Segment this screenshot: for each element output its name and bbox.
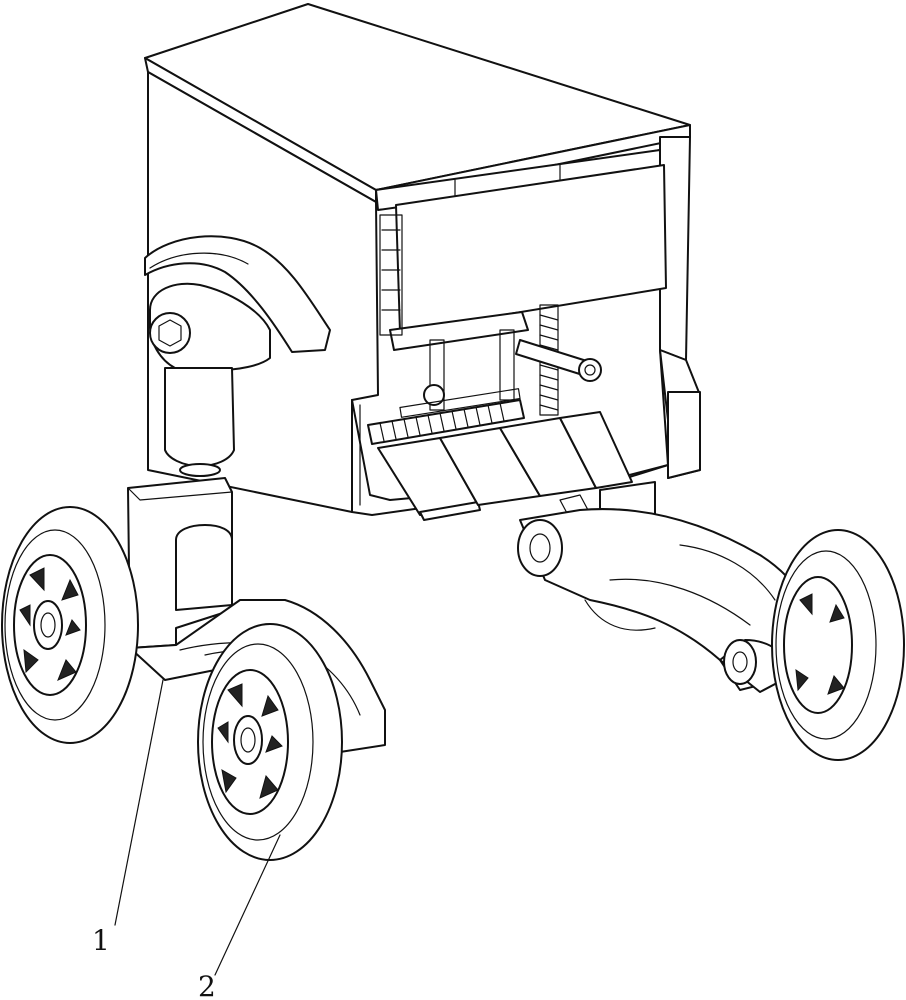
left-arm	[127, 235, 331, 649]
guide-rod-left	[429, 339, 445, 411]
left-front-tire-inner	[202, 643, 314, 841]
right-bogie-groove-2	[679, 544, 776, 601]
left-pin-cap	[423, 384, 445, 406]
left-rear-hub	[33, 600, 63, 650]
slide-4	[559, 411, 633, 489]
leader-line-1	[114, 679, 164, 926]
callout-label-1: 1	[92, 924, 110, 957]
right-bogie-pivot	[517, 519, 563, 577]
column-collar	[179, 463, 221, 477]
left-rear-wheel	[1, 506, 139, 744]
right-front-tire-inner	[775, 550, 877, 740]
right-front-rim	[783, 576, 853, 714]
output-slides	[377, 411, 633, 521]
housing-floor-lip	[351, 399, 669, 516]
left-rear-axle	[40, 612, 56, 638]
right-arm	[517, 391, 821, 693]
right-front-wheel	[771, 529, 905, 761]
left-gear-teeth	[381, 229, 401, 311]
left-leg-block-top	[127, 487, 233, 501]
left-front-wheel	[197, 623, 343, 861]
left-front-spokes	[217, 683, 283, 799]
callouts: 1 2	[92, 679, 281, 1000]
left-rear-tire-inner	[4, 529, 106, 721]
left-handle	[144, 235, 331, 353]
right-bogie-end-pivot	[723, 639, 757, 685]
right-front-spokes	[795, 593, 845, 695]
right-bogie-groove	[609, 578, 751, 626]
pin-end-cap	[578, 358, 602, 382]
gear-shaft-teeth	[379, 402, 505, 442]
right-leg-block	[667, 391, 701, 479]
right-bogie-end-hole	[732, 651, 748, 673]
guide-rod-right	[499, 329, 515, 401]
right-rear-wheel-hint	[584, 599, 656, 631]
slide-1-tip	[419, 501, 481, 521]
left-front-axle	[240, 727, 256, 753]
leader-line-2	[214, 834, 281, 976]
left-hub-cap	[149, 312, 191, 354]
left-column	[164, 367, 235, 467]
gear-rail	[399, 388, 521, 418]
right-bogie-pivot-hole	[529, 533, 551, 563]
callout-label-2: 2	[198, 970, 216, 1000]
pin-end-hole	[584, 364, 596, 376]
left-front-hub	[233, 715, 263, 765]
control-panel-shelf	[389, 311, 529, 351]
internal-mechanism	[367, 164, 667, 445]
hex-bolt	[158, 319, 182, 347]
left-leg-cylinder	[175, 524, 233, 611]
left-rear-spokes	[19, 567, 81, 681]
left-gear-stack	[379, 214, 403, 336]
left-handle-inner	[149, 252, 249, 269]
